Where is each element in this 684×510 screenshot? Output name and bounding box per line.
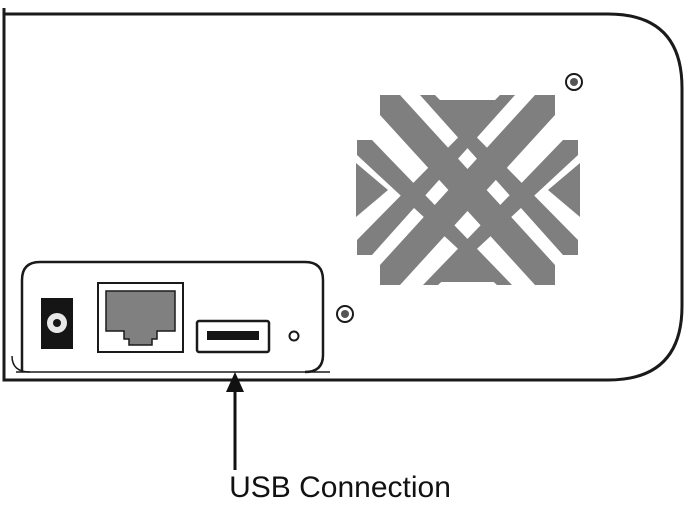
vent-triangle-bottom (437, 250, 499, 282)
vent-triangle-left (356, 163, 388, 217)
vent-bar (420, 95, 578, 255)
usb-port (195, 319, 271, 354)
vent-bar (423, 140, 578, 285)
vent-triangle-top (437, 100, 499, 132)
screw-top-right (565, 73, 583, 91)
callout-arrow-head (226, 372, 244, 392)
connector-panel (20, 260, 325, 374)
status-led-icon (288, 330, 300, 342)
callout-label-usb-connection: USB Connection (229, 471, 451, 504)
vent-triangle-right (548, 163, 580, 217)
ventilation-grille (356, 95, 580, 285)
dc-power-port (41, 298, 73, 349)
ethernet-port (97, 282, 184, 353)
vent-bar (380, 95, 555, 285)
vent-bar (357, 95, 515, 255)
enclosure-outline (2, 8, 684, 382)
screw-panel (336, 305, 354, 323)
